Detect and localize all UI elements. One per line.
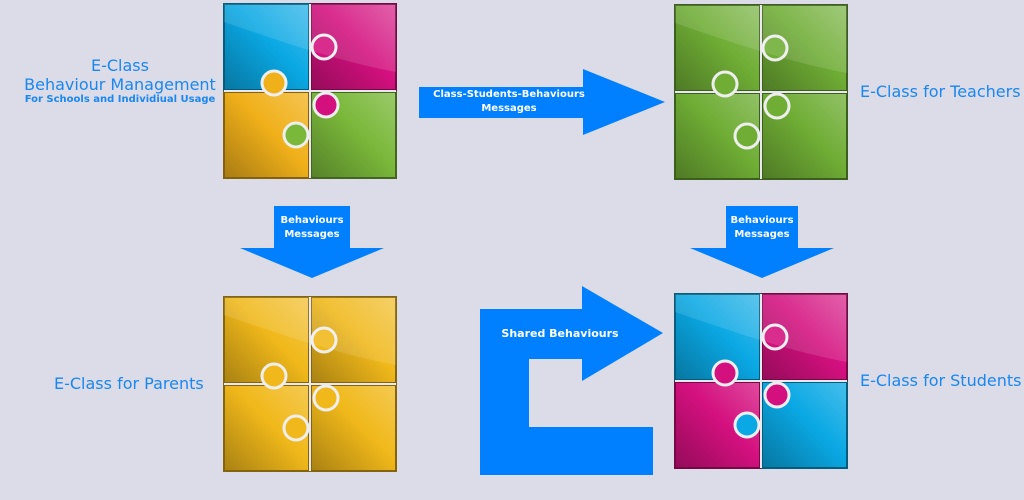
students-node-label: E-Class for Students <box>860 371 1021 390</box>
teachers-label: E-Class for Teachers <box>860 82 1021 101</box>
arrow-label-main-to-teachers: Class-Students-Behaviours Messages <box>433 89 585 114</box>
puzzle-icon-parents <box>223 296 397 472</box>
puzzle-knob <box>310 326 338 354</box>
puzzle-knob <box>260 362 288 390</box>
puzzle-gloss <box>675 5 847 73</box>
main-caption: For Schools and Individiual Usage <box>24 94 216 105</box>
puzzle-knob <box>312 384 340 412</box>
puzzle-knob <box>312 91 340 119</box>
puzzle-knob <box>260 69 288 97</box>
main-subtitle: Behaviour Management <box>24 75 216 94</box>
puzzle-gloss <box>675 294 847 362</box>
arrow-label-main-to-parents: Behaviours Messages <box>280 215 344 240</box>
puzzle-gloss <box>224 297 396 365</box>
puzzle-knob <box>282 414 310 442</box>
puzzle-knob <box>282 121 310 149</box>
puzzle-knob <box>711 359 739 387</box>
puzzle-icon-students <box>674 293 848 469</box>
puzzle-icon-teachers <box>674 4 848 180</box>
puzzle-knob <box>761 323 789 351</box>
puzzle-knob <box>711 70 739 98</box>
students-label: E-Class for Students <box>860 371 1022 390</box>
arrow-label-teachers-to-students: Behaviours Messages <box>730 215 794 240</box>
puzzle-icon-main <box>223 3 397 179</box>
puzzle-knob <box>761 34 789 62</box>
puzzle-knob <box>763 92 791 120</box>
puzzle-knob <box>733 122 761 150</box>
puzzle-gloss <box>224 4 396 72</box>
parents-node-label: E-Class for Parents <box>54 374 204 393</box>
puzzle-knob <box>763 381 791 409</box>
arrow-label-shared: Shared Behaviours <box>501 327 619 340</box>
teachers-node-label: E-Class for Teachers <box>860 82 1021 101</box>
main-title: E-Class <box>91 56 149 75</box>
puzzle-knob <box>733 411 761 439</box>
main-node-label: E-Class Behaviour Management For Schools… <box>20 56 220 106</box>
parents-label: E-Class for Parents <box>54 374 204 393</box>
puzzle-knob <box>310 33 338 61</box>
